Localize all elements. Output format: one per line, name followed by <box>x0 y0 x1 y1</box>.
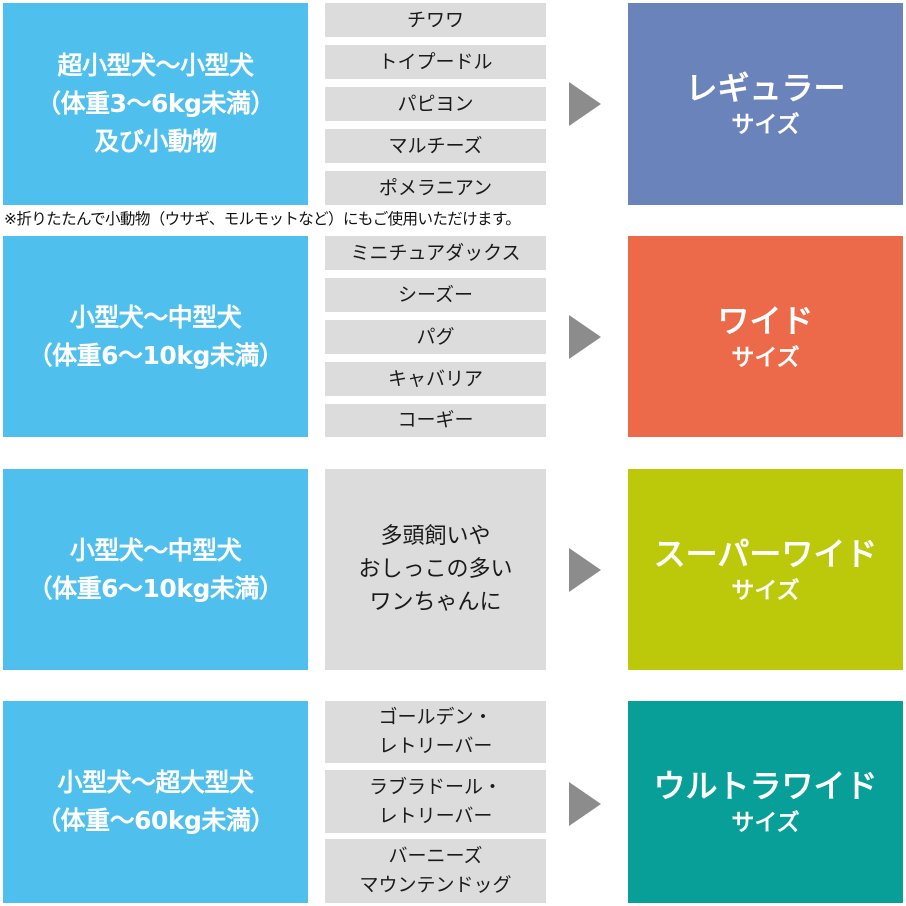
size-box-superwide: スーパーワイド サイズ <box>628 469 903 670</box>
size-name: ワイド <box>717 301 814 340</box>
breed-item: ゴールデン・ レトリーバー <box>325 701 546 763</box>
breed-label: 多頭飼いや <box>380 524 491 549</box>
size-box-wide: ワイド サイズ <box>628 236 903 437</box>
breed-label: ワンちゃんに <box>369 590 502 615</box>
breed-label: レトリーバー <box>378 735 493 757</box>
category-line: 小型犬〜中型犬 <box>69 535 242 565</box>
category-line: 超小型犬〜小型犬 <box>57 51 254 80</box>
category-line: 及び小動物 <box>94 127 217 156</box>
breed-label: トイプードル <box>378 50 493 73</box>
footnote: ※折りたたんで小動物（ウサギ、モルモットなど）にもご使用いただけます。 <box>4 210 521 228</box>
category-weight: （体重6〜10kg未満） <box>27 340 284 370</box>
breed-label: チワワ <box>406 8 464 31</box>
breed-item: キャバリア <box>325 362 546 396</box>
breed-item: ラブラドール・ レトリーバー <box>325 770 546 833</box>
category-box-regular: 超小型犬〜小型犬 （体重3〜6kg未満） 及び小動物 <box>3 3 308 205</box>
breed-label: マウンテンドッグ <box>359 874 512 896</box>
triangle-right-icon <box>569 782 601 826</box>
category-line: 小型犬〜中型犬 <box>69 302 242 332</box>
size-suffix: サイズ <box>731 810 800 836</box>
size-box-regular: レギュラー サイズ <box>628 3 903 205</box>
breed-item: マルチーズ <box>325 129 546 163</box>
category-box-wide: 小型犬〜中型犬 （体重6〜10kg未満） <box>3 236 308 437</box>
breed-label: ポメラニアン <box>378 176 493 199</box>
category-weight: （体重3〜6kg未満） <box>36 89 275 118</box>
breed-item: チワワ <box>325 3 546 37</box>
breed-item: パピヨン <box>325 87 546 121</box>
category-weight: （体重〜60kg未満） <box>36 806 275 835</box>
size-name: ウルトラワイド <box>653 767 878 805</box>
breed-label: キャバリア <box>387 367 483 390</box>
breed-label: ラブラドール・ <box>368 775 502 798</box>
breed-label: コーギー <box>397 409 474 431</box>
breed-label: パグ <box>416 325 455 348</box>
size-suffix: サイズ <box>731 112 800 138</box>
breed-item: シーズー <box>325 278 546 312</box>
breed-label: バーニーズ <box>388 845 483 867</box>
breed-label: シーズー <box>397 283 474 306</box>
breed-label: ミニチュアダックス <box>350 241 521 264</box>
triangle-right-icon <box>569 548 601 592</box>
category-box-ultrawide: 小型犬〜超大型犬 （体重〜60kg未満） <box>3 701 308 903</box>
size-suffix: サイズ <box>731 344 800 371</box>
breed-item: ミニチュアダックス <box>325 236 546 270</box>
breed-item: トイプードル <box>325 45 546 79</box>
size-suffix: サイズ <box>731 577 800 604</box>
size-name: レギュラー <box>685 69 846 107</box>
triangle-right-icon <box>569 315 601 359</box>
breed-label: パピヨン <box>397 92 474 115</box>
triangle-right-icon <box>569 82 601 126</box>
size-box-ultrawide: ウルトラワイド サイズ <box>628 701 903 903</box>
breed-label: マルチーズ <box>388 134 483 157</box>
breed-label: おしっこの多い <box>358 557 513 582</box>
category-box-superwide: 小型犬〜中型犬 （体重6〜10kg未満） <box>3 469 308 670</box>
category-line: 小型犬〜超大型犬 <box>57 768 254 797</box>
breed-item: コーギー <box>325 404 546 437</box>
breed-item: バーニーズ マウンテンドッグ <box>325 839 546 903</box>
category-weight: （体重6〜10kg未満） <box>27 573 284 603</box>
size-name: スーパーワイド <box>653 534 878 573</box>
breed-item-multi: 多頭飼いや おしっこの多い ワンちゃんに <box>325 469 546 670</box>
breed-item: パグ <box>325 320 546 354</box>
breed-label: ゴールデン・ <box>378 706 493 728</box>
breed-item: ポメラニアン <box>325 171 546 205</box>
breed-label: レトリーバー <box>378 804 493 827</box>
